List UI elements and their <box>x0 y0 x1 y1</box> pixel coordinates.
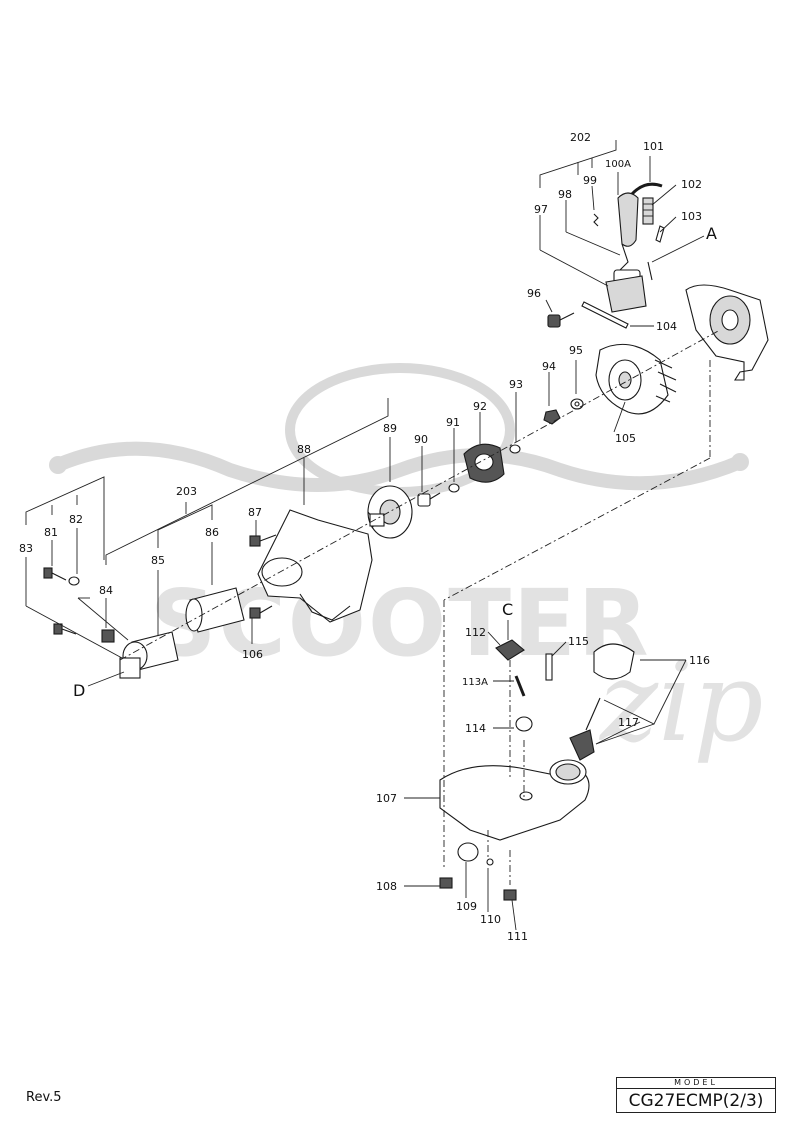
callout-94: 94 <box>542 360 556 373</box>
callout-104: 104 <box>656 320 677 333</box>
callout-102: 102 <box>681 178 702 191</box>
callout-115: 115 <box>568 635 589 648</box>
callout-109: 109 <box>456 900 477 913</box>
watermark-brand: SCOOTER <box>150 570 651 677</box>
model-caption: MODEL <box>617 1078 775 1089</box>
callout-c: C <box>502 600 513 619</box>
crankcase <box>685 284 769 381</box>
callout-101: 101 <box>643 140 664 153</box>
callout-labels: 202 101 100A 99 102 98 97 103 A 96 104 9… <box>19 131 717 943</box>
model-name: CG27ECMP(2/3) <box>628 1091 764 1111</box>
callout-117: 117 <box>618 716 639 729</box>
watermark: SCOOTER zip <box>49 363 764 766</box>
callout-105: 105 <box>615 432 636 445</box>
callout-111: 111 <box>507 930 528 943</box>
callout-116: 116 <box>689 654 710 667</box>
callout-90: 90 <box>414 433 428 446</box>
callout-114: 114 <box>465 722 486 735</box>
shaft-fasteners <box>43 534 277 643</box>
assembly-axis-lines <box>119 329 721 885</box>
callout-93: 93 <box>509 378 523 391</box>
callout-86: 86 <box>205 526 219 539</box>
model-title-block: MODEL CG27ECMP(2/3) <box>616 1077 776 1113</box>
callout-91: 91 <box>446 416 460 429</box>
callout-d: D <box>73 681 85 700</box>
callout-83: 83 <box>19 542 33 555</box>
callout-89: 89 <box>383 422 397 435</box>
callout-88: 88 <box>297 443 311 456</box>
callout-98: 98 <box>558 188 572 201</box>
callout-85: 85 <box>151 554 165 567</box>
callout-100a: 100A <box>605 159 631 170</box>
callout-107: 107 <box>376 792 397 805</box>
callout-84: 84 <box>99 584 113 597</box>
callout-203: 203 <box>176 485 197 498</box>
callout-112: 112 <box>465 626 486 639</box>
callout-81: 81 <box>44 526 58 539</box>
callout-87: 87 <box>248 506 262 519</box>
fuel-tank-assembly <box>439 639 635 901</box>
callout-202: 202 <box>570 131 591 144</box>
callout-97: 97 <box>534 203 548 216</box>
callout-82: 82 <box>69 513 83 526</box>
clutch-assembly <box>367 443 505 539</box>
callout-110: 110 <box>480 913 501 926</box>
callout-a: A <box>706 224 717 243</box>
callout-103: 103 <box>681 210 702 223</box>
callout-92: 92 <box>473 400 487 413</box>
revision-label: Rev.5 <box>26 1090 62 1105</box>
flywheel-assembly <box>595 343 677 415</box>
callout-106: 106 <box>242 648 263 661</box>
callout-108: 108 <box>376 880 397 893</box>
leader-lines <box>25 140 705 931</box>
callout-95: 95 <box>569 344 583 357</box>
callout-96: 96 <box>527 287 541 300</box>
callout-99: 99 <box>583 174 597 187</box>
callout-113a: 113A <box>462 677 488 688</box>
